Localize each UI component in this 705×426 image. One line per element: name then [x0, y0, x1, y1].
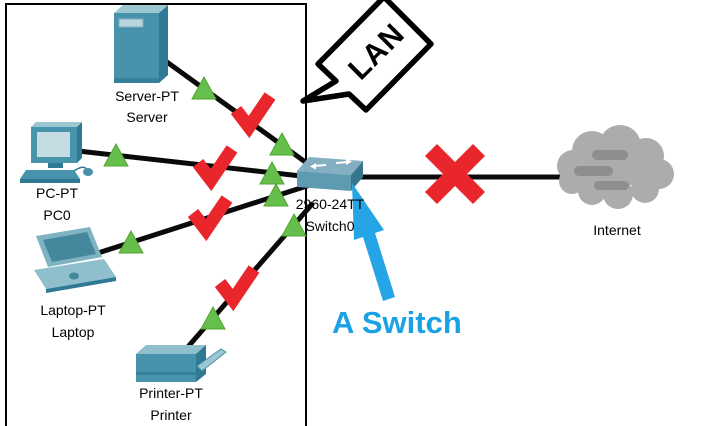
pc-icon[interactable] — [20, 122, 93, 183]
server-name-label: Server — [126, 109, 168, 125]
link-status-triangles — [103, 75, 307, 330]
pc-name-label: PC0 — [43, 207, 71, 223]
switch-callout-label: A Switch — [332, 305, 462, 340]
switch-port-arrows-icon — [310, 158, 352, 170]
green-triangle-up-icon — [259, 160, 285, 185]
red-check-icon — [230, 92, 276, 139]
printer-icon[interactable] — [136, 345, 227, 382]
server-model-label: Server-PT — [115, 88, 179, 104]
callout-arrow-icon — [352, 183, 395, 301]
pc-model-label: PC-PT — [36, 185, 78, 201]
switch-icon[interactable] — [297, 157, 363, 191]
switch-model-label: 2960-24TT — [295, 196, 365, 212]
green-triangle-up-icon — [118, 229, 144, 254]
green-triangle-up-icon — [191, 75, 217, 100]
laptop-name-label: Laptop — [51, 324, 95, 340]
printer-name-label: Printer — [150, 407, 192, 423]
printer-model-label: Printer-PT — [139, 385, 203, 401]
switch-name-label: Switch0 — [305, 218, 355, 234]
cloud-detail-bars-icon — [574, 150, 629, 190]
green-triangle-up-icon — [200, 305, 226, 330]
green-triangle-up-icon — [263, 182, 289, 207]
red-x-icon — [424, 143, 486, 205]
internet-cloud-icon[interactable] — [557, 125, 674, 209]
red-check-icon — [214, 265, 260, 312]
green-triangle-up-icon — [269, 131, 295, 156]
lan-boundary — [5, 3, 307, 426]
green-triangle-up-icon — [281, 212, 307, 237]
lan-callout-bubble — [300, 0, 434, 113]
red-check-icon — [192, 145, 238, 192]
link-status-checks — [187, 92, 276, 312]
green-triangle-up-icon — [103, 142, 129, 167]
server-icon[interactable] — [114, 5, 168, 83]
internet-label: Internet — [593, 222, 641, 238]
red-check-icon — [187, 195, 233, 242]
laptop-icon[interactable] — [34, 227, 116, 293]
laptop-model-label: Laptop-PT — [40, 302, 106, 318]
